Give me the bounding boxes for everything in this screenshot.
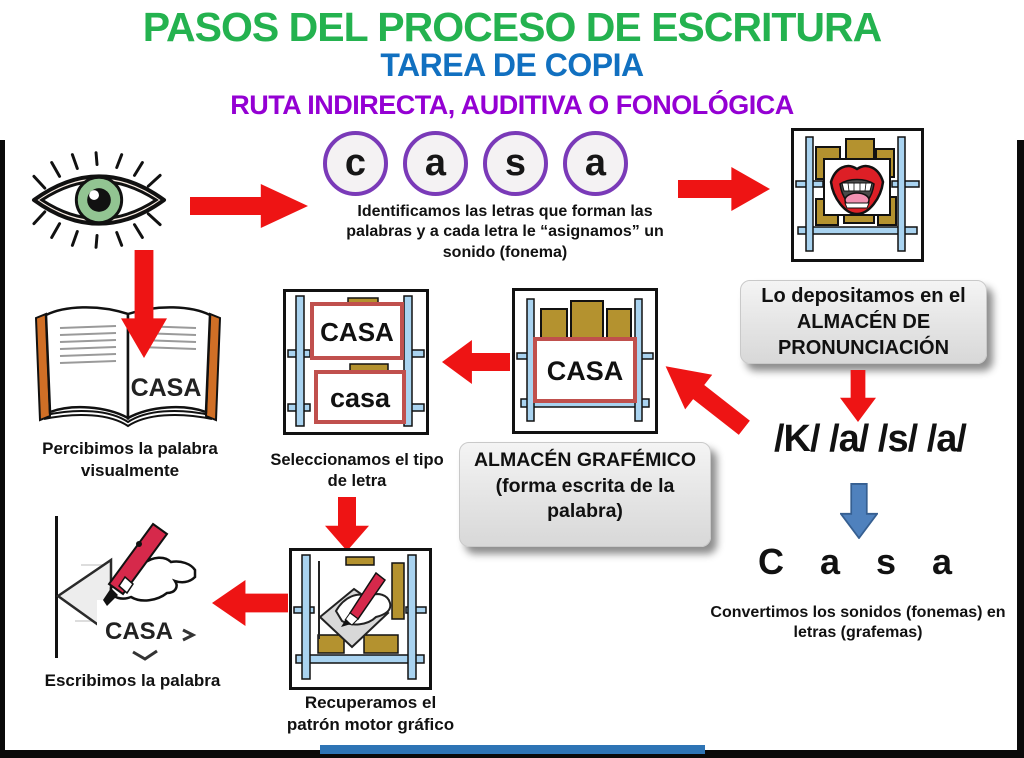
select-upper-word: CASA xyxy=(320,317,394,347)
bottom-border xyxy=(0,750,1024,758)
writing-hand-icon: CASA xyxy=(45,508,210,668)
page-subtitle: TAREA DE COPIA xyxy=(380,47,644,83)
identify-line3: sonido (fonema) xyxy=(442,243,568,261)
footer-accent-bar xyxy=(320,745,705,754)
letter-circle-s: s xyxy=(483,131,548,196)
graphemes-text: C a s a xyxy=(757,541,953,582)
route-heading: RUTA INDIRECTA, AUDITIVA O FONOLÓGICA xyxy=(230,90,794,120)
write-caption: Escribimos la palabra xyxy=(20,670,245,692)
identify-line1: Identificamos las letras que forman las xyxy=(357,203,653,220)
convert-line1: Convertimos los sonidos (fonemas) en xyxy=(710,604,1006,621)
letter-a2: a xyxy=(584,142,607,184)
convert-caption: Convertimos los sonidos (fonemas) en let… xyxy=(697,603,1019,644)
motor-pattern-store-icon xyxy=(289,548,432,690)
convert-line2: letras (grafemas) xyxy=(793,624,923,642)
identify-caption: Identificamos las letras que forman las … xyxy=(315,202,695,263)
pronunciation-store-icon xyxy=(791,128,924,262)
select-lower-word: casa xyxy=(330,383,391,413)
phonemes-text: /K/ /a/ /s/ /a/ xyxy=(774,418,967,460)
perceive-line2: visualmente xyxy=(80,460,180,480)
letter-circle-a2: a xyxy=(563,131,628,196)
select-line1: Seleccionamos el tipo xyxy=(270,451,444,469)
arrow-right-eye-to-letters-icon xyxy=(190,184,308,228)
graphemic-callout: ALMACÉN GRAFÉMICO (forma escrita de la p… xyxy=(459,442,711,547)
arrow-down-select-to-motor-icon xyxy=(325,497,369,551)
select-line2: de letra xyxy=(327,472,387,491)
recover-line1: Recuperamos el xyxy=(304,693,437,712)
arrow-left-motor-to-write-icon xyxy=(212,580,288,626)
graphemic-line2: (forma escrita de la xyxy=(495,474,675,497)
graphemic-line3: palabra) xyxy=(547,500,623,523)
pronunciation-callout: Lo depositamos en el ALMACÉN DE PRONUNCI… xyxy=(740,280,987,364)
letter-circles: c a s a xyxy=(323,131,628,196)
recover-caption: Recuperamos el patrón motor gráfico xyxy=(268,692,473,736)
pronunciation-line1: Lo depositamos en el xyxy=(761,285,966,307)
graphemic-store-icon: CASA xyxy=(512,288,658,434)
arrow-down-to-phonemes-icon xyxy=(840,370,876,422)
eye-icon xyxy=(30,150,168,250)
arrow-right-letters-to-pronunciation-icon xyxy=(678,167,770,211)
left-border xyxy=(0,140,5,758)
letter-s: s xyxy=(504,142,527,184)
recover-line2: patrón motor gráfico xyxy=(286,714,455,734)
arrow-diagonal-to-graphemic-store-icon xyxy=(655,356,755,438)
pronunciation-line3: PRONUNCIACIÓN xyxy=(777,337,950,359)
select-caption: Seleccionamos el tipo de letra xyxy=(262,450,452,492)
pronunciation-line2: ALMACÉN DE xyxy=(796,311,931,333)
page-title: PASOS DEL PROCESO DE ESCRITURA xyxy=(142,4,883,50)
arrow-left-graphemic-to-select-icon xyxy=(442,340,510,384)
graphemic-word: CASA xyxy=(547,356,624,386)
identify-line2: palabras y a cada letra le “asignamos” u… xyxy=(346,223,664,241)
graphemic-line1: ALMACÉN GRAFÉMICO xyxy=(473,449,697,471)
letter-type-store-icon: CASA casa xyxy=(283,289,429,435)
write-word: CASA xyxy=(105,618,173,645)
arrow-down-blue-to-graphemes-icon xyxy=(840,483,878,539)
write-line1: Escribimos la palabra xyxy=(44,671,221,690)
letter-a1: a xyxy=(424,142,447,184)
letter-circle-c: c xyxy=(323,131,388,196)
perceive-caption: Percibimos la palabra visualmente xyxy=(25,438,235,482)
right-border xyxy=(1017,140,1024,758)
arrow-down-eye-to-book-icon xyxy=(121,250,167,358)
letter-circle-a1: a xyxy=(403,131,468,196)
letter-c: c xyxy=(344,142,367,184)
book-word: CASA xyxy=(131,374,202,402)
perceive-line1: Percibimos la palabra xyxy=(42,439,218,458)
